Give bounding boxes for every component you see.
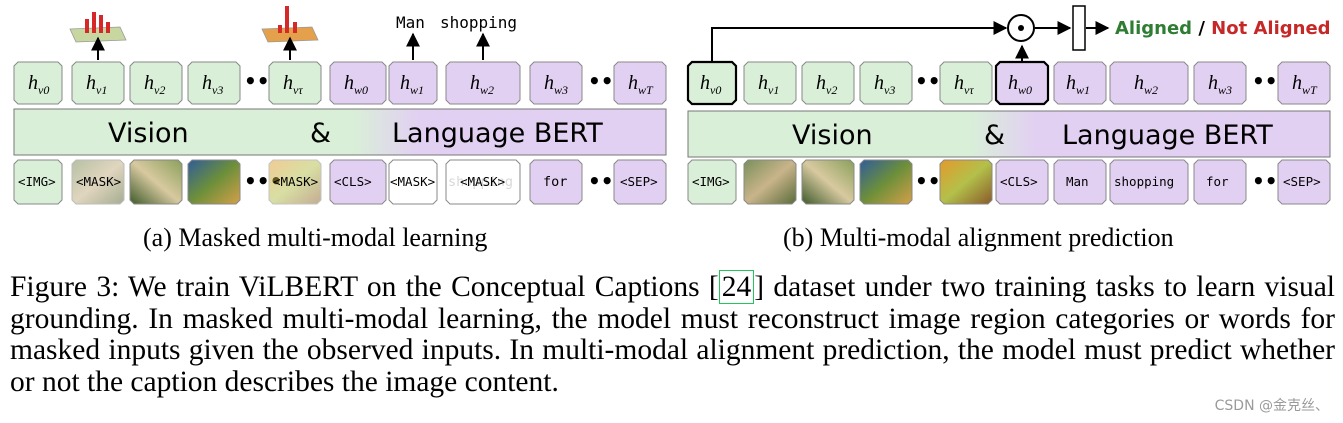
token-label: <MASK> [273,174,318,189]
token-label: <SEP> [1283,174,1321,189]
token-label: <IMG> [18,174,56,189]
hidden-state-vision [859,61,913,105]
image-region [743,159,797,205]
hidden-state-language [329,61,387,105]
panel-a: Man shopping ••• ••• hv0 hv1 hv2 hv3 hvτ… [13,6,667,252]
bert-vision-label: Vision [792,120,873,151]
hidden-state-language [994,60,1050,106]
input-tokens-b: <IMG> ••• <CLS> Man shopping for ••• <SE… [687,159,1331,205]
masked-region [71,159,125,205]
image-region [801,159,855,205]
hidden-state-language [529,61,583,105]
hidden-state-vision [743,61,797,105]
faded-word: shopping [448,174,513,190]
token-label: for [543,174,567,190]
h-label: hw1 [400,72,424,97]
hidden-state-vision [129,61,183,105]
token-sep [1277,159,1331,205]
token-word [1053,159,1107,205]
hidden-state-language [445,61,521,105]
predicted-word: Man [396,13,425,32]
hidden-state-vision [71,61,125,105]
hidden-state-language [388,61,438,105]
hidden-state-vision [187,61,241,105]
class-distribution-icon [69,12,127,43]
class-distribution-icon [261,6,319,43]
hidden-state-vision [801,61,855,105]
bert-amp-label: & [310,118,331,149]
token-img [687,159,737,205]
input-tokens-a: <IMG> <MASK> ••• <MASK> <CLS> <MASK> sho… [13,159,667,205]
token-label: <SEP> [620,174,658,189]
token-cls [329,159,387,205]
token-label: <MASK> [460,174,505,189]
image-region [187,159,241,205]
linear-layer [1072,5,1086,51]
token-label: <IMG> [692,174,730,189]
subcaption-b: (b) Multi-modal alignment prediction [783,223,1174,252]
token-sep [613,159,667,205]
token-mask [445,159,521,205]
image-region [859,159,913,205]
token-label: Man [1066,174,1089,189]
image-region [939,159,993,205]
token-label: <CLS> [1000,174,1038,189]
bert-amp-label: & [984,120,1005,151]
hidden-states-b: ••• ••• hv0 hv1 hv2 hv3 hvτ hw0 hw1 hw2 … [686,60,1331,106]
figure-caption: Figure 3: We train ViLBERT on the Concep… [10,270,1335,398]
token-cls [995,159,1049,205]
token-word [1109,159,1189,205]
bert-vision-label: Vision [108,118,189,149]
token-label: shopping [1114,174,1174,189]
hidden-states-a: ••• ••• hv0 hv1 hv2 hv3 hvτ hw0 hw1 hw2 … [13,61,667,105]
hidden-state-vision [268,61,322,105]
token-label: for [1206,174,1229,189]
hidden-state-language [1193,61,1247,105]
vilbert-figure: Man shopping ••• ••• hv0 hv1 hv2 hv3 hvτ… [13,5,1331,252]
alignment-output: Aligned / Not Aligned [1115,18,1331,39]
token-word [1193,159,1247,205]
image-region [129,159,183,205]
token-mask [388,159,438,205]
alignment-arrow [711,21,1008,62]
predicted-word: shopping [440,13,517,32]
subcaption-a: (a) Masked multi-modal learning [143,223,487,252]
bert-language-label: Language BERT [1062,120,1273,151]
not-aligned-label: Not Aligned [1211,18,1330,39]
token-label: <CLS> [334,174,372,189]
watermark: CSDN @金克丝、 [1214,398,1329,414]
hidden-state-vision [939,61,993,105]
token-label: <MASK> [76,174,121,189]
bert-language-label: Language BERT [392,118,603,149]
bert-block-b [687,110,1331,158]
hidden-state-vision [686,60,738,106]
hidden-state-language [1109,61,1189,105]
hidden-state-vision [13,61,63,105]
masked-region [268,159,322,205]
hidden-state-language [1053,61,1107,105]
token-label: <MASK> [390,174,435,189]
token-word [529,159,583,205]
citation-link[interactable]: 24 [718,270,755,304]
hidden-state-language [1277,61,1331,105]
bert-block-a [13,108,667,156]
hidden-state-language [613,61,667,105]
panel-b: Aligned / Not Aligned ••• ••• hv0 hv1 hv… [686,5,1331,252]
token-img [13,159,63,205]
aligned-label: Aligned [1115,18,1192,39]
